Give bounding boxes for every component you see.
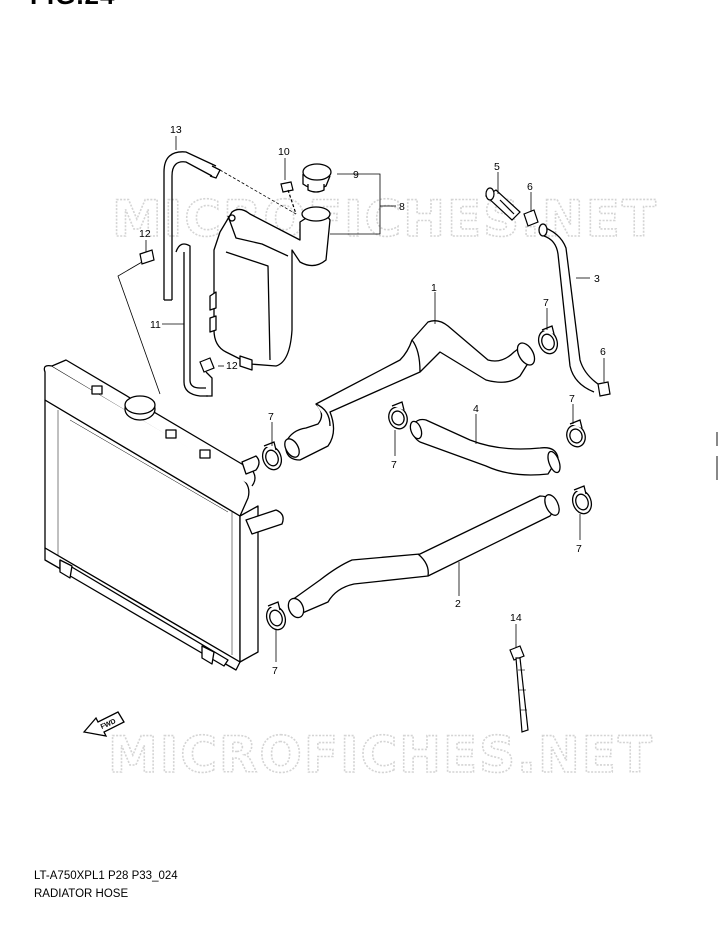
callout-7-left-lower: 7 bbox=[272, 665, 278, 677]
hose-4 bbox=[409, 418, 561, 476]
callout-11: 11 bbox=[150, 319, 161, 331]
callout-7-right-upper: 7 bbox=[569, 393, 575, 405]
model-code-caption: LT-A750XPL1 P28 P33_024 bbox=[34, 870, 178, 882]
callout-7-center: 7 bbox=[391, 459, 397, 471]
callout-2: 2 bbox=[455, 598, 461, 610]
clamp-12 bbox=[139, 249, 215, 373]
radiator bbox=[43, 359, 284, 671]
callout-1: 1 bbox=[431, 282, 437, 294]
reservoir-cap bbox=[302, 163, 332, 193]
callout-7-right-lower: 7 bbox=[576, 543, 582, 555]
watermark-bottom: MICROFICHES.NET bbox=[108, 726, 653, 784]
callout-12-top: 12 bbox=[139, 228, 151, 240]
clamp-7-b bbox=[261, 441, 283, 471]
callout-7-upper-right: 7 bbox=[543, 297, 549, 309]
leader-lines bbox=[117, 136, 605, 662]
edge-mark bbox=[716, 432, 718, 446]
section-caption: RADIATOR HOSE bbox=[34, 888, 129, 900]
figure-title: FIG.24 bbox=[30, 0, 115, 11]
callout-13: 13 bbox=[170, 124, 182, 136]
callout-14: 14 bbox=[510, 612, 522, 624]
callout-5: 5 bbox=[494, 161, 500, 173]
hose-clamps-7 bbox=[261, 325, 593, 631]
cable-tie bbox=[509, 645, 529, 733]
callout-6-right: 6 bbox=[600, 346, 606, 358]
union-fitting bbox=[485, 187, 521, 221]
hose-3 bbox=[538, 223, 599, 393]
callout-7-left-upper: 7 bbox=[268, 411, 274, 423]
hose-1 bbox=[284, 320, 536, 461]
callout-10: 10 bbox=[278, 146, 290, 158]
reservoir-tank bbox=[209, 206, 331, 371]
clamp-7-a bbox=[537, 325, 559, 355]
watermark-top: MICROFICHES.NET bbox=[112, 190, 657, 248]
callout-3: 3 bbox=[594, 273, 600, 285]
edge-mark bbox=[716, 456, 718, 480]
overflow-hose bbox=[163, 151, 221, 301]
fwd-arrow: FWD bbox=[82, 711, 125, 737]
callout-12-bottom: 12 bbox=[226, 360, 238, 372]
clamp-7-e bbox=[571, 485, 593, 515]
clamp-6 bbox=[523, 209, 611, 397]
callout-labels: 13 10 9 8 12 11 12 5 6 3 6 1 7 7 7 4 7 7… bbox=[139, 124, 606, 677]
breather-hose bbox=[175, 243, 213, 397]
callout-9: 9 bbox=[353, 169, 359, 181]
hose-2 bbox=[287, 494, 560, 619]
callout-8: 8 bbox=[399, 201, 405, 213]
clamp-7-d bbox=[566, 419, 586, 448]
bolt bbox=[280, 181, 297, 215]
callout-4: 4 bbox=[473, 403, 479, 415]
clamp-7-f bbox=[265, 601, 287, 631]
clamp-7-c bbox=[388, 401, 408, 430]
callout-6-top: 6 bbox=[527, 181, 533, 193]
